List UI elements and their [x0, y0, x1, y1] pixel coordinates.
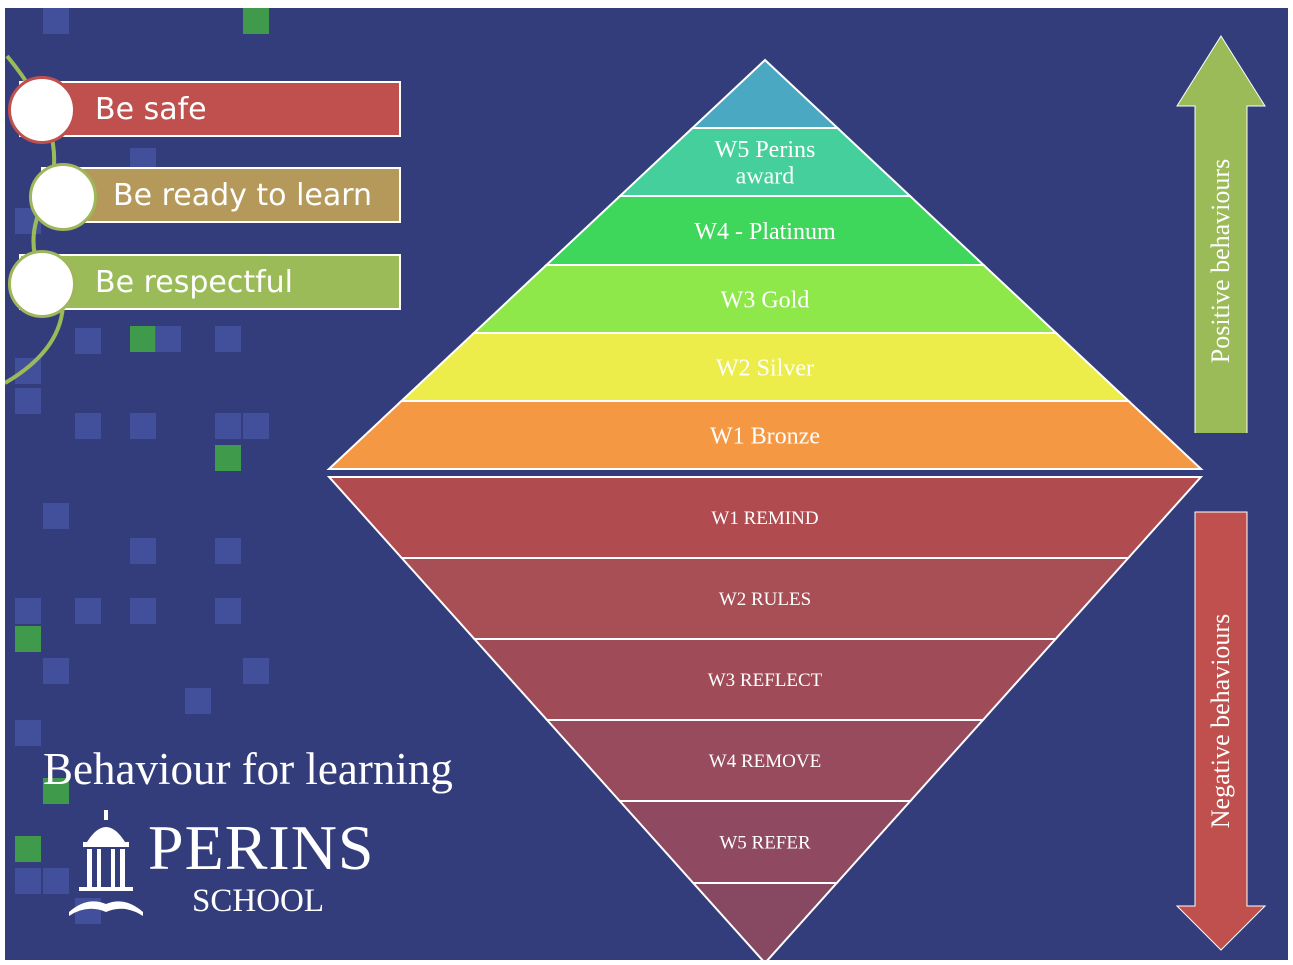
background-square	[15, 358, 41, 384]
background-square	[15, 626, 41, 652]
background-square	[43, 658, 69, 684]
value-item-marker	[8, 76, 76, 144]
background-square	[75, 328, 101, 354]
background-square	[243, 413, 269, 439]
positive-level-apex	[689, 58, 841, 129]
background-square	[130, 413, 156, 439]
positive-level-label: W5 Perins	[715, 137, 816, 163]
value-item: Be safe	[19, 81, 401, 137]
positive-behaviours-label: Positive behaviours	[1206, 158, 1235, 364]
positive-level-label: W3 Gold	[721, 287, 810, 313]
background-square	[215, 326, 241, 352]
background-square	[43, 503, 69, 529]
background-square	[15, 720, 41, 746]
background-square	[15, 836, 41, 862]
value-item: Be ready to learn	[41, 167, 401, 223]
background-square	[130, 326, 156, 352]
background-square	[15, 598, 41, 624]
positive-level-label: W4 - Platinum	[694, 219, 836, 245]
background-square	[185, 688, 211, 714]
background-square	[215, 598, 241, 624]
value-item-label: Be respectful	[95, 264, 294, 300]
logo-wordmark: PERINS	[148, 812, 375, 883]
logo-subtitle: SCHOOL	[192, 883, 325, 919]
background-square	[43, 8, 69, 34]
background-square	[215, 445, 241, 471]
background-square	[155, 326, 181, 352]
positive-behaviours-arrow	[1176, 35, 1266, 433]
positive-level	[326, 400, 1204, 470]
background-square	[130, 538, 156, 564]
positive-level-label: award	[736, 164, 795, 190]
negative-level-label: W4 REMOVE	[709, 751, 821, 772]
background-square	[43, 778, 69, 804]
value-item-marker	[8, 250, 76, 318]
negative-level-label: W1 REMIND	[711, 508, 818, 529]
value-item: Be respectful	[19, 254, 401, 310]
background-square	[215, 538, 241, 564]
value-item-marker	[29, 163, 97, 231]
negative-behaviours-arrow	[1175, 511, 1267, 951]
negative-level-label: W3 REFLECT	[708, 670, 823, 691]
negative-level-label: W5 REFER	[719, 833, 811, 854]
page-title: Behaviour for learning	[43, 744, 453, 794]
background-square	[130, 598, 156, 624]
slide: Be safe Be ready to learn Be respectful W5…	[5, 8, 1288, 960]
value-item-label: Be safe	[95, 91, 207, 127]
negative-level-label: W2 RULES	[719, 589, 811, 610]
background-square	[215, 413, 241, 439]
negative-level-apex	[691, 882, 839, 960]
negative-behaviours-label: Negative behaviours	[1206, 613, 1235, 829]
background-square	[243, 658, 269, 684]
background-square	[15, 388, 41, 414]
school-building-book-icon	[69, 810, 143, 916]
background-square	[43, 868, 69, 894]
background-square	[75, 598, 101, 624]
background-square	[243, 8, 269, 34]
background-square	[15, 868, 41, 894]
value-item-label: Be ready to learn	[113, 177, 373, 213]
background-square	[75, 413, 101, 439]
positive-level-label: W1 Bronze	[710, 423, 820, 449]
positive-level-label: W2 Silver	[716, 355, 814, 381]
